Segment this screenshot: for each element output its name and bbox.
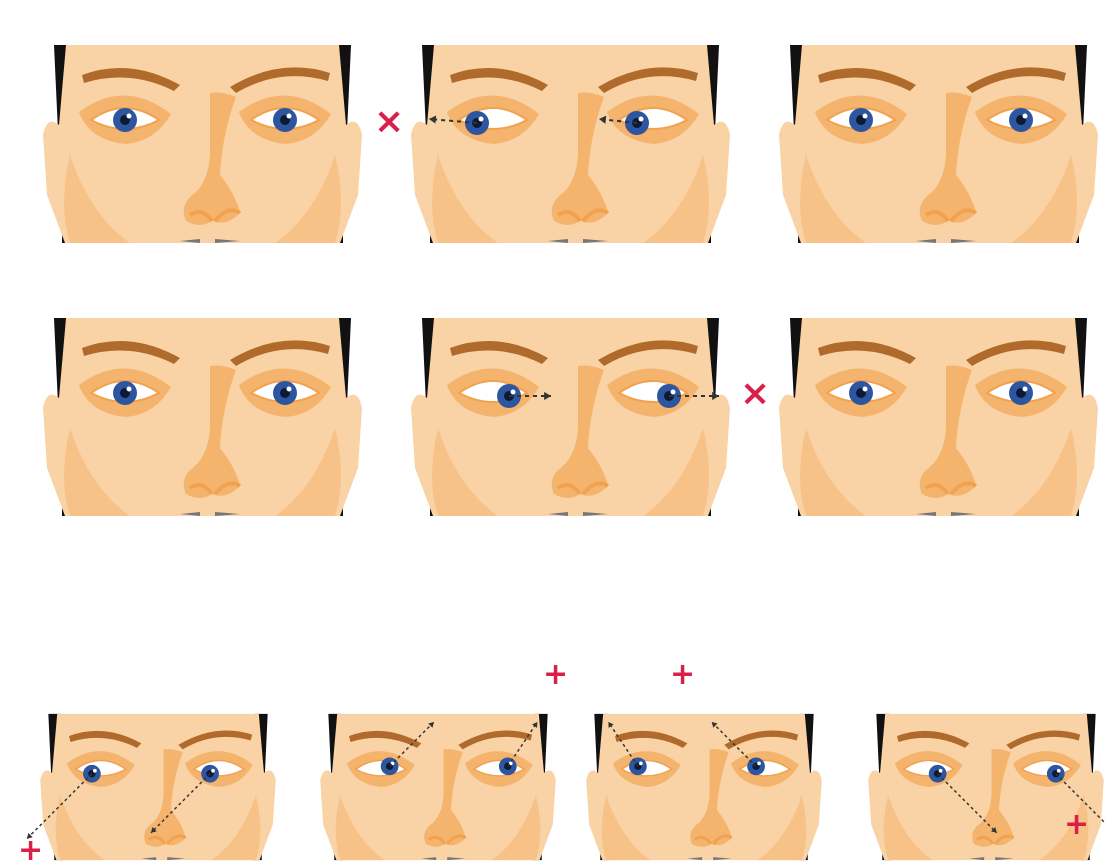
target-plus-down-left: + (18, 836, 43, 866)
face-2-3 (776, 318, 1101, 516)
face-2-1 (40, 318, 365, 516)
target-plus-down-right: + (1064, 810, 1089, 840)
target-plus-up-right: + (543, 660, 568, 690)
face-1-3 (776, 45, 1101, 243)
face-3-2 (318, 712, 558, 862)
face-3-1 (38, 712, 278, 862)
face-1-1 (40, 45, 365, 243)
face-1-2 (408, 45, 733, 243)
face-2-2 (408, 318, 733, 516)
target-plus-up-left: + (670, 660, 695, 690)
target-x-right-middle: × (740, 376, 770, 412)
target-x-left-top: × (374, 104, 404, 140)
face-3-3 (584, 712, 824, 862)
